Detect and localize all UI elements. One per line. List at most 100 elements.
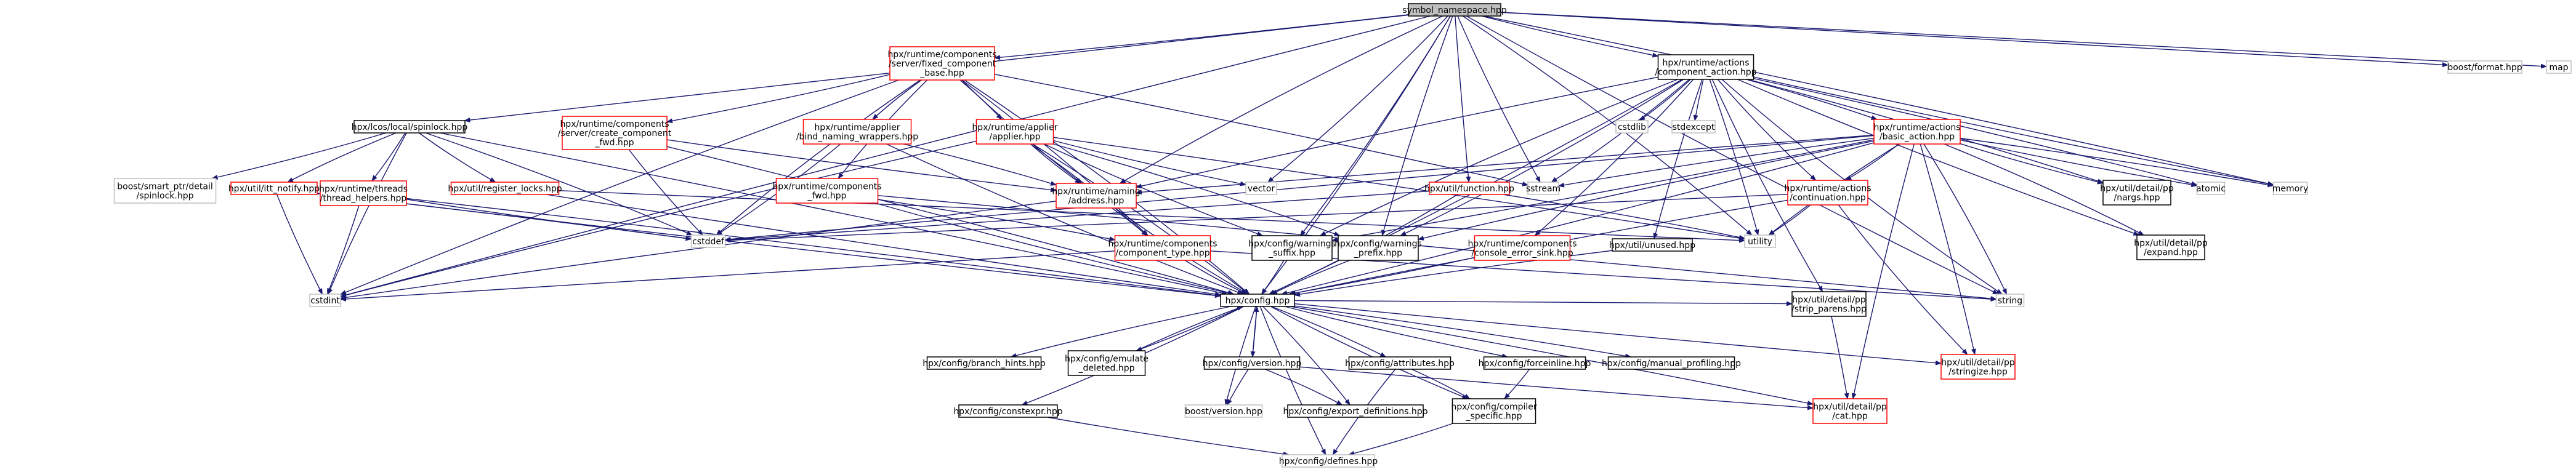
edge-basic_action-to-atomic [1960,139,2198,188]
node-util_unused[interactable]: hpx/util/unused.hpp [1609,238,1695,252]
node-label-warnings_suffix-1: _suffix.hpp [1268,249,1315,258]
edge-spinlock-to-thread_helpers [371,132,406,182]
node-warnings_prefix[interactable]: hpx/config/warnings_prefix.hpp [1334,235,1422,261]
edge-component_action-to-naming_address [1136,76,1658,189]
node-box-warnings_prefix [1338,235,1419,261]
node-label-string-0: string [1998,296,2022,306]
node-strip_parens[interactable]: hpx/util/detail/pp/strip_parens.hpp [1791,291,1867,317]
node-box-margs [2102,180,2171,206]
edge-component_action-to-util_unused [1653,79,1703,239]
node-thread_helpers[interactable]: hpx/runtime/threads/thread_helpers.hpp [319,180,408,206]
node-compiler_specific[interactable]: hpx/config/compiler_specific.hpp [1451,398,1537,424]
node-bind_naming_wrappers[interactable]: hpx/runtime/applier/bind_naming_wrappers… [796,119,918,145]
node-box-memory [2272,182,2308,195]
node-box-compiler_specific [1452,398,1536,424]
node-box-continuation [1787,180,1868,206]
node-label-warnings_suffix-0: hpx/config/warnings [1248,239,1336,249]
node-emulate_deleted[interactable]: hpx/config/emulate_deleted.hpp [1065,350,1149,376]
node-label-component_action-1: /component_action.hpp [1655,68,1756,78]
edge-config-to-defines [1259,306,1326,455]
node-spinlock[interactable]: hpx/lcos/local/spinlock.hpp [352,120,468,134]
node-margs[interactable]: hpx/util/detail/pp/nargs.hpp [2100,180,2174,206]
edge-component_action-to-utility [1709,79,1759,236]
node-label-forceinline-0: hpx/config/forceinline.hpp [1479,359,1591,369]
node-fixed_component_base[interactable]: hpx/runtime/components/server/fixed_comp… [887,46,997,81]
node-box-smart_ptr_spinlock [113,178,217,204]
node-label-basic_action-1: /basic_action.hpp [1880,132,1955,142]
node-label-naming_address-1: /address.hpp [1068,196,1124,206]
node-box-string [1995,294,2025,307]
edge-basic_action-to-warnings_prefix [1418,140,1875,241]
node-applier[interactable]: hpx/runtime/applier/applier.hpp [972,119,1058,145]
edge-basic_action-to-config [1281,142,1875,295]
node-label-export_definitions-0: hpx/config/export_definitions.hpp [1283,407,1428,417]
node-box-console_error_sink [1474,235,1571,261]
node-label-expand-0: hpx/util/detail/pp [2134,239,2208,249]
node-label-create_component_fwd-0: hpx/runtime/components [560,119,669,129]
node-util_function[interactable]: hpx/util/function.hpp [1424,182,1514,195]
node-itt_notify[interactable]: hpx/util/itt_notify.hpp [228,182,320,195]
node-label-emulate_deleted-0: hpx/config/emulate [1065,354,1149,364]
edge-component_action-to-cstdlib [1639,79,1691,121]
node-label-config-0: hpx/config.hpp [1225,296,1290,306]
edge-fixed_component_base-to-cstdint [340,79,899,295]
node-label-constexpr-0: hpx/config/constexpr.hpp [953,407,1062,417]
node-config[interactable]: hpx/config.hpp [1220,294,1295,307]
node-warnings_suffix[interactable]: hpx/config/warnings_suffix.hpp [1248,235,1336,261]
node-label-naming_address-0: hpx/runtime/naming [1052,187,1140,197]
node-box-cstdint [309,294,341,307]
node-basic_action[interactable]: hpx/runtime/actions/basic_action.hpp [1873,119,1961,145]
edge-root-to-vector [1267,15,1448,183]
node-label-manual_profiling-0: hpx/config/manual_profiling.hpp [1602,359,1741,369]
node-label-memory-0: memory [2272,184,2309,194]
node-expand[interactable]: hpx/util/detail/pp/expand.hpp [2134,234,2208,260]
node-naming_address[interactable]: hpx/runtime/naming/address.hpp [1052,183,1141,209]
node-boost_version: boost/version.hpp [1184,404,1263,418]
node-attributes[interactable]: hpx/config/attributes.hpp [1345,356,1455,370]
node-box-component_action [1657,54,1754,80]
node-cat[interactable]: hpx/util/detail/pp/cat.hpp [1812,398,1888,424]
node-continuation[interactable]: hpx/runtime/actions/continuation.hpp [1785,180,1871,206]
node-label-atomic-0: atomic [2196,184,2226,194]
node-box-basic_action [1873,119,1961,145]
node-memory: memory [2272,182,2309,195]
node-box-register_locks [450,182,560,195]
node-component_type[interactable]: hpx/runtime/components/component_type.hp… [1108,235,1217,261]
node-register_locks[interactable]: hpx/util/register_locks.hpp [448,182,562,195]
node-box-defines [1282,454,1375,468]
node-forceinline[interactable]: hpx/config/forceinline.hpp [1479,356,1591,370]
node-components_fwd[interactable]: hpx/runtime/components_fwd.hpp [772,178,882,204]
node-console_error_sink[interactable]: hpx/runtime/components/console_error_sin… [1468,235,1577,261]
node-manual_profiling[interactable]: hpx/config/manual_profiling.hpp [1602,356,1741,370]
edge-bind_naming_wrappers-to-config [886,143,1244,295]
edge-component_action-to-warnings_prefix [1400,79,1684,236]
node-stringize[interactable]: hpx/util/detail/pp/stringize.hpp [1940,354,2016,380]
node-box-root [1408,3,1501,17]
edge-basic_action-to-stringize [1920,143,1976,355]
node-create_component_fwd[interactable]: hpx/runtime/components/server/create_com… [558,116,672,150]
node-label-cstddef-0: cstddef [692,237,725,247]
node-label-compiler_specific-1: _specific.hpp [1466,412,1522,422]
node-sstream: sstream [1526,182,1561,195]
node-export_definitions[interactable]: hpx/config/export_definitions.hpp [1283,404,1428,418]
node-component_action[interactable]: hpx/runtime/actions/component_action.hpp [1655,54,1757,80]
node-label-boost_version-0: boost/version.hpp [1185,407,1262,417]
node-box-forceinline [1483,356,1586,370]
node-defines: hpx/config/defines.hpp [1279,454,1378,468]
edge-spinlock-to-smart_ptr_spinlock [211,132,387,180]
node-box-strip_parens [1791,291,1867,317]
node-box-export_definitions [1287,404,1424,418]
node-label-spinlock-0: hpx/lcos/local/spinlock.hpp [352,122,468,132]
node-label-components_fwd-0: hpx/runtime/components [772,182,881,192]
edge-forceinline-to-compiler_specific [1504,369,1530,399]
edge-root-to-naming_address [1119,15,1443,184]
node-label-fixed_component_base-0: hpx/runtime/components [887,50,996,60]
edge-warnings_prefix-to-config [1271,260,1351,295]
node-branch_hints[interactable]: hpx/config/branch_hints.hpp [923,356,1046,370]
node-config_version[interactable]: hpx/config/version.hpp [1203,356,1302,370]
node-label-warnings_prefix-1: _prefix.hpp [1354,249,1402,258]
node-box-component_type [1114,235,1211,261]
node-root[interactable]: symbol_namespace.hpp [1402,3,1507,17]
node-constexpr[interactable]: hpx/config/constexpr.hpp [953,404,1063,418]
edge-spinlock-to-cstdint [328,132,407,295]
